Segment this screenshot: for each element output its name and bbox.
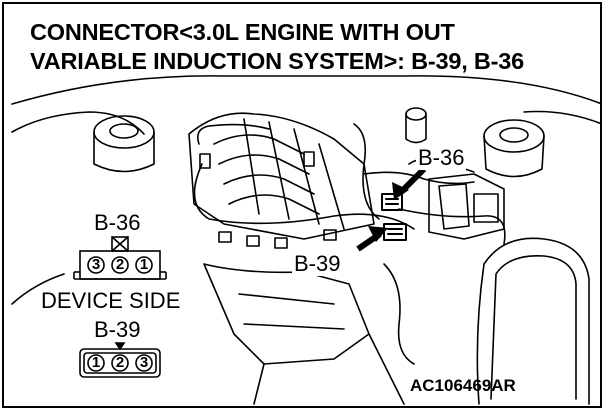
reservoir-cap: [405, 107, 427, 144]
b36-label: B-36: [94, 210, 141, 235]
title-line-1: CONNECTOR<3.0L ENGINE WITH OUT: [30, 19, 455, 45]
callout-b36: B-36: [416, 145, 467, 170]
engine-bay-illustration: [11, 75, 600, 405]
b36-pin-2: 2: [115, 256, 125, 273]
b39-pin-2: 2: [115, 354, 125, 371]
b39-connector-icon: [79, 342, 161, 378]
b39-label: B-39: [94, 317, 141, 342]
b39-pin-1: 1: [91, 354, 101, 371]
b36-engine-connector: [381, 193, 403, 211]
device-side-label: DEVICE SIDE: [41, 288, 181, 313]
b36-connector-icon: [73, 236, 167, 280]
callout-arrows: [356, 166, 427, 252]
title-line-2: VARIABLE INDUCTION SYSTEM>: B-39, B-36: [30, 48, 525, 74]
right-strut-tower: [483, 119, 545, 178]
lower-engine: [203, 263, 405, 405]
left-fender: [11, 111, 145, 135]
callout-b39: B-39: [292, 251, 343, 276]
b36-pin-3: 1: [139, 256, 149, 273]
b36-pin-1: 3: [91, 256, 101, 273]
hood-outline: [11, 75, 600, 105]
injector-connectors: [199, 151, 337, 249]
right-panel: [476, 237, 590, 405]
diagram-frame: CONNECTOR<3.0L ENGINE WITH OUT VARIABLE …: [2, 2, 602, 408]
b39-arrow-icon: [356, 226, 388, 252]
left-strut-tower: [93, 115, 155, 173]
figure-code: AC106469AR: [410, 376, 516, 395]
b39-pin-3: 3: [139, 354, 149, 371]
b36-arrow-icon: [392, 166, 427, 200]
right-fender: [523, 110, 600, 125]
right-components: [428, 173, 505, 240]
